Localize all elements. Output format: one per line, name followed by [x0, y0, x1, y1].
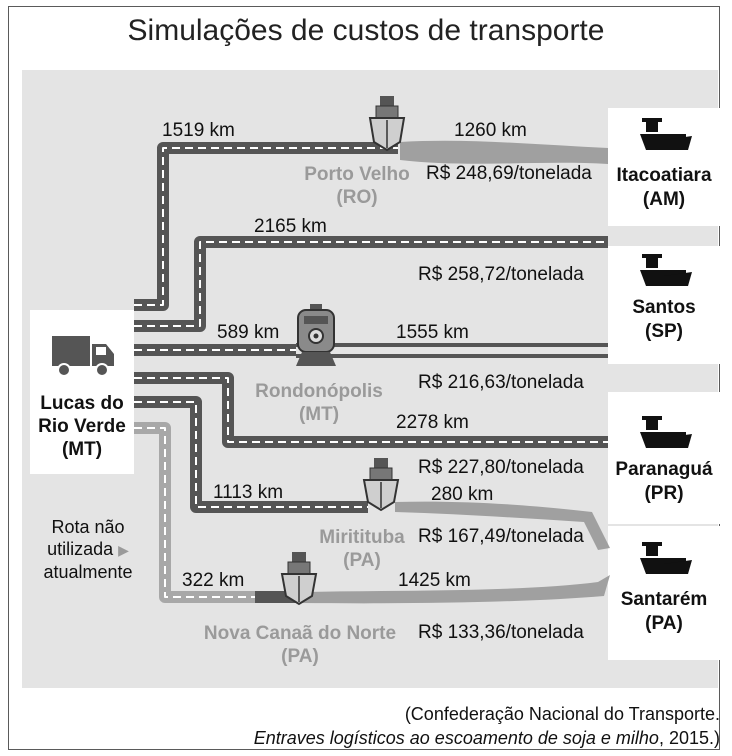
distance-label: 1519 km	[162, 120, 235, 141]
river-porto-velho	[400, 140, 608, 164]
port-icon-itacoatiara	[640, 118, 692, 150]
railway-santos	[296, 343, 608, 358]
train-icon	[296, 304, 336, 366]
figure-frame	[8, 6, 720, 750]
distance-label: 2165 km	[254, 216, 327, 237]
port-icon-santos	[640, 254, 692, 286]
dest-itacoatiara: Itacoatiara(AM)	[616, 165, 712, 210]
source-line-1: (Confederação Nacional do Transporte.	[404, 704, 720, 724]
distance-label: 280 km	[431, 484, 494, 505]
cost-label: R$ 133,36/tonelada	[418, 622, 584, 643]
cost-label: R$ 216,63/tonelada	[418, 372, 584, 393]
ship-icon-porto-velho	[368, 96, 406, 152]
distance-label: 1555 km	[396, 322, 469, 343]
port-icon-paranagua	[640, 416, 692, 448]
truck-icon	[52, 336, 114, 377]
port-icon-santarem	[640, 542, 692, 574]
dest-paranagua: Paranaguá(PR)	[615, 459, 713, 504]
hub-nova-canaa: Nova Canaã do Norte(PA)	[203, 623, 397, 667]
distance-label: 589 km	[217, 322, 280, 343]
arrow-right-icon: ▶	[118, 542, 129, 558]
cost-label: R$ 227,80/tonelada	[418, 457, 584, 478]
distance-label: 2278 km	[396, 412, 469, 433]
dest-box-santos	[608, 246, 720, 364]
unused-route-note: Rota não utilizada ▶ atualmente	[43, 517, 133, 582]
dest-box-santarem	[608, 526, 720, 660]
dest-santos: Santos(SP)	[632, 297, 696, 342]
cost-label: R$ 258,72/tonelada	[418, 264, 584, 285]
distance-label: 322 km	[182, 570, 245, 591]
dest-box-itacoatiara	[608, 108, 720, 226]
cost-label: R$ 167,49/tonelada	[418, 526, 584, 547]
hub-miritituba: Miritituba(PA)	[319, 527, 405, 571]
hub-rondonopolis: Rondonópolis(MT)	[255, 381, 383, 425]
distance-label: 1113 km	[213, 482, 284, 503]
ship-icon-miritituba	[362, 458, 400, 512]
distance-label: 1425 km	[398, 570, 471, 591]
cost-label: R$ 248,69/tonelada	[426, 163, 592, 184]
dest-santarem: Santarém(PA)	[620, 589, 708, 634]
figure-title: Simulações de custos de transporte	[127, 14, 605, 47]
distance-label: 1260 km	[454, 120, 527, 141]
source-line-2: Entraves logísticos ao escoamento de soj…	[253, 728, 720, 748]
river-miritituba	[395, 501, 610, 550]
hub-porto-velho: Porto Velho(RO)	[304, 164, 410, 208]
dest-box-paranagua	[608, 392, 720, 524]
river-nova-canaa	[300, 575, 610, 604]
ship-icon-nova-canaa	[280, 552, 318, 606]
